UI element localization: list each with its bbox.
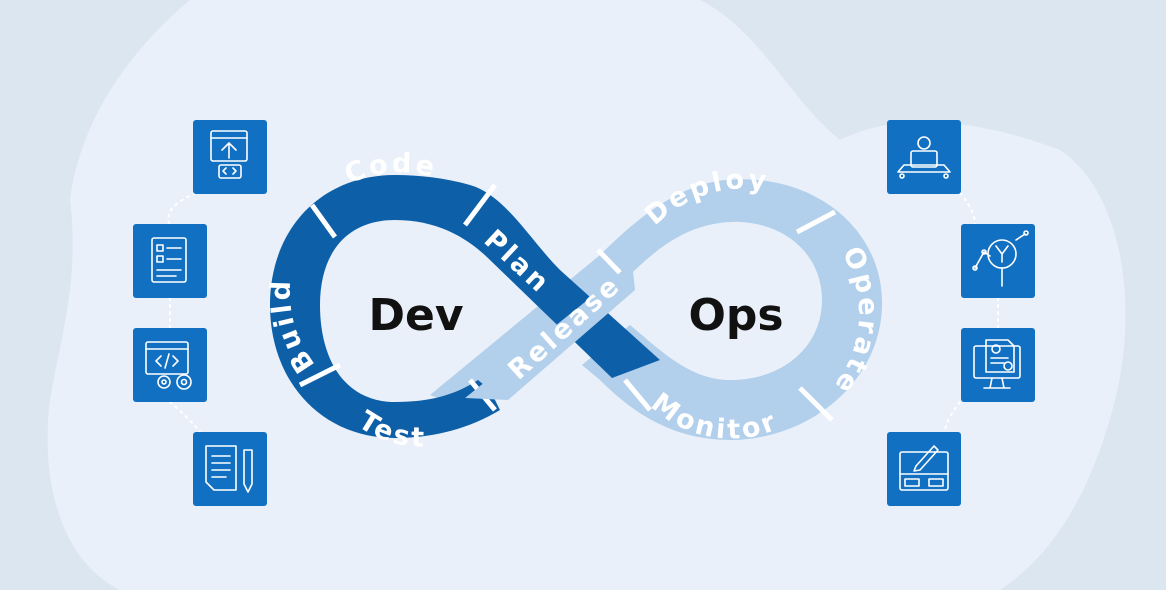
developer-laptop-icon (887, 120, 961, 194)
document-pencil-icon (193, 432, 267, 506)
left-connector (167, 192, 201, 433)
upload-code-icon (193, 120, 267, 194)
analytics-search-icon (961, 224, 1035, 298)
code-settings-icon (133, 328, 207, 402)
dashboard-edit-icon (887, 432, 961, 506)
ops-label: Ops (688, 290, 783, 341)
dev-label: Dev (368, 290, 463, 341)
checklist-icon (133, 224, 207, 298)
right-connector (944, 192, 999, 433)
release-band (465, 262, 635, 400)
invoice-monitor-icon (961, 328, 1035, 402)
